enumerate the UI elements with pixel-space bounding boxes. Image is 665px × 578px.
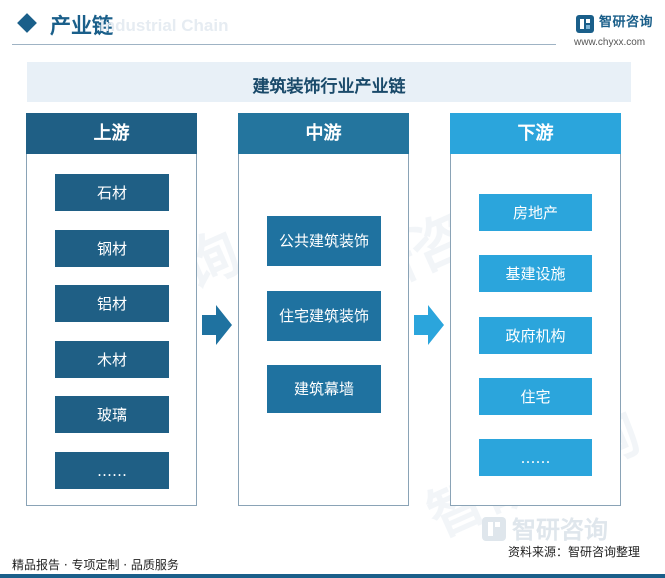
upstream-item: 铝材: [55, 285, 169, 322]
arrow-right-icon: [414, 305, 444, 345]
chain-title: 建筑装饰行业产业链: [252, 77, 406, 97]
upstream-item: 玻璃: [55, 396, 169, 433]
diamond-icon: [17, 13, 37, 33]
page-header: 产业链 Industrial Chain 智研咨询 www.chyxx.com: [0, 0, 665, 48]
footer-bar: [0, 574, 665, 578]
upstream-item: 石材: [55, 174, 169, 211]
source-note: 资料来源：智研咨询整理: [508, 545, 641, 559]
downstream-header: 下游: [450, 113, 621, 154]
page-title: 产业链: [50, 14, 113, 38]
footer-brand-text: 智研咨询: [512, 516, 608, 543]
brand-logo-icon: [576, 15, 594, 33]
upstream-item: ……: [55, 452, 169, 489]
downstream-column: 下游 房地产 基建设施 政府机构 住宅 ……: [450, 113, 621, 506]
footer-brand-logo-icon: 智研咨询: [482, 516, 608, 543]
watermark-subtitle: Industrial Chain: [100, 16, 229, 35]
downstream-item: 基建设施: [479, 255, 592, 292]
midstream-column: 中游 公共建筑装饰 住宅建筑装饰 建筑幕墙: [238, 113, 409, 506]
upstream-column: 上游 石材 钢材 铝材 木材 玻璃 ……: [26, 113, 197, 506]
arrow-right-icon: [202, 305, 232, 345]
midstream-item: 公共建筑装饰: [267, 216, 381, 266]
brand-name: 智研咨询: [599, 15, 654, 30]
downstream-item: 住宅: [479, 378, 592, 415]
services-note: 精品报告 · 专项定制 · 品质服务: [12, 558, 179, 572]
downstream-item: 政府机构: [479, 317, 592, 354]
midstream-item: 住宅建筑装饰: [267, 291, 381, 341]
upstream-header: 上游: [26, 113, 197, 154]
downstream-item: 房地产: [479, 194, 592, 231]
upstream-item: 钢材: [55, 230, 169, 267]
header-divider: [12, 44, 556, 45]
downstream-item: ……: [479, 439, 592, 476]
upstream-item: 木材: [55, 341, 169, 378]
midstream-header: 中游: [238, 113, 409, 154]
midstream-item: 建筑幕墙: [267, 365, 381, 413]
brand-url: www.chyxx.com: [574, 37, 646, 48]
chain-title-banner: 建筑装饰行业产业链: [27, 62, 631, 102]
